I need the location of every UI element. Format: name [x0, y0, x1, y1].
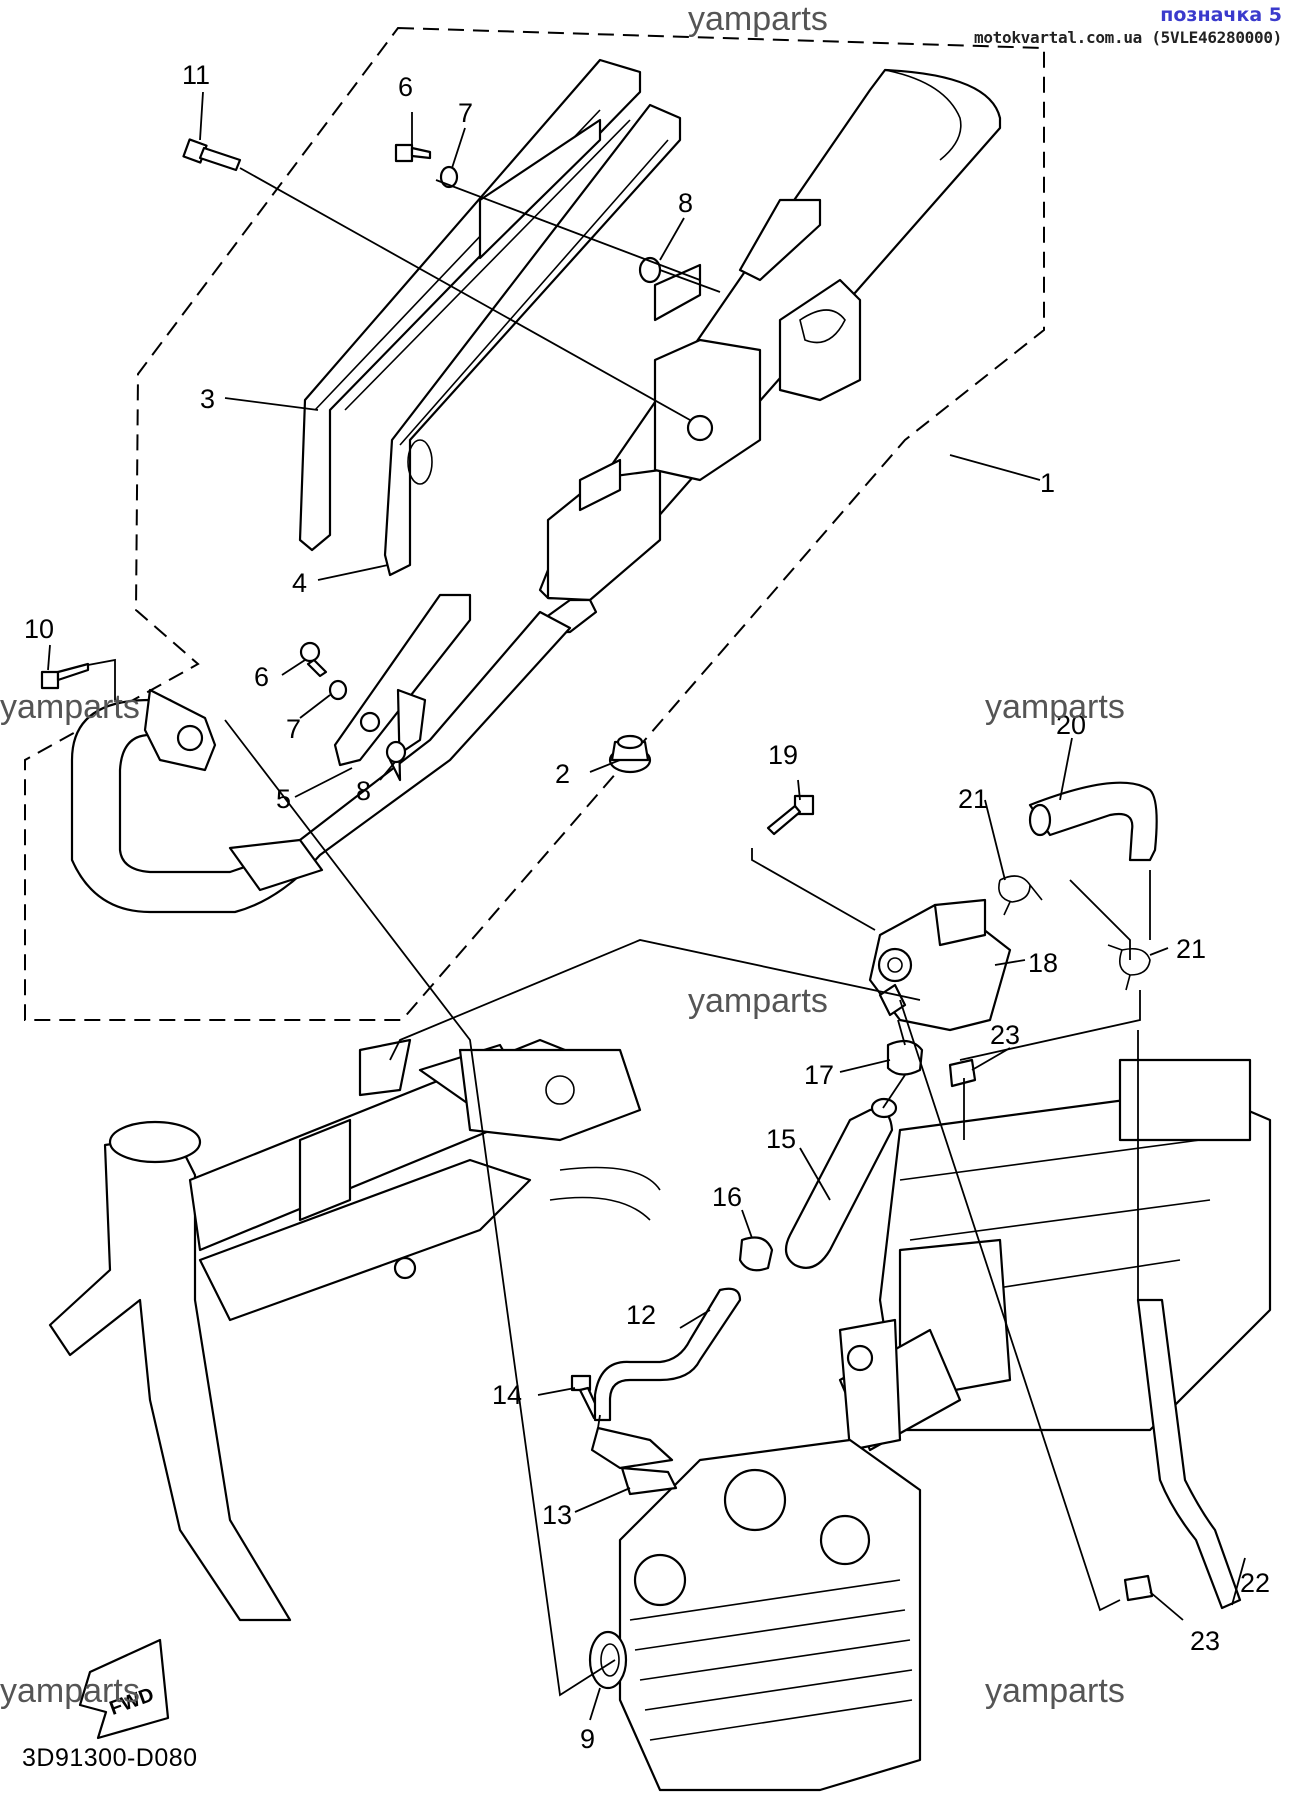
- air-induction-valve: [868, 898, 1012, 1032]
- watermarks: yamparts yamparts yamparts yamparts yamp…: [0, 0, 1125, 1710]
- callout-numbers: 1 2 3 4 5 6 6 7 7 8 8 9 10 11 12 13 14 1…: [24, 60, 1270, 1754]
- callout-10: 10: [24, 614, 54, 644]
- callout-15: 15: [766, 1124, 796, 1154]
- callout-9: 9: [580, 1724, 595, 1754]
- callout-23-lower: 23: [1190, 1626, 1220, 1656]
- gasket-9: [588, 1630, 628, 1690]
- collar-8-lower: [385, 740, 407, 764]
- washer-7-upper: [439, 165, 459, 189]
- watermark-top: yamparts: [688, 0, 828, 38]
- gasket-13: [620, 1466, 678, 1496]
- bolt-19: [766, 794, 815, 836]
- callout-17: 17: [804, 1060, 834, 1090]
- callout-16: 16: [712, 1182, 742, 1212]
- air-induction-pipe-12: [593, 1287, 742, 1422]
- watermark-left: yamparts: [0, 688, 140, 726]
- hose-22: [1136, 1298, 1242, 1610]
- callout-3: 3: [200, 384, 215, 414]
- clamp-16: [738, 1236, 774, 1272]
- callout-leaders: [47, 91, 1246, 1721]
- callout-12: 12: [626, 1300, 656, 1330]
- callout-4: 4: [292, 568, 307, 598]
- callout-8-upper: 8: [678, 188, 693, 218]
- callout-7-upper: 7: [458, 98, 473, 128]
- exhaust-assembly-outline: [24, 26, 1045, 1021]
- bolt-6-upper: [394, 143, 432, 163]
- watermark-right-upper: yamparts: [985, 688, 1125, 726]
- heat-guard-lower: [383, 103, 682, 577]
- callout-21-upper: 21: [958, 784, 988, 814]
- callout-11: 11: [182, 60, 210, 90]
- damper-grommet: [608, 734, 652, 774]
- callout-19: 19: [768, 740, 798, 770]
- callout-20: 20: [1056, 710, 1086, 740]
- watermark-bottom-left: yamparts: [0, 1672, 140, 1710]
- hose-15: [784, 1108, 894, 1269]
- watermark-center: yamparts: [688, 982, 828, 1020]
- clip-21-lower: [1107, 944, 1151, 991]
- bolt-11: [182, 138, 242, 172]
- callout-7-lower: 7: [286, 714, 301, 744]
- engine-cylinder: [618, 1438, 922, 1792]
- muffler: [538, 68, 1002, 634]
- callout-8-lower: 8: [356, 776, 371, 806]
- clip-23-lower: [1123, 1574, 1154, 1602]
- callout-6-upper: 6: [398, 72, 413, 102]
- callout-22: 22: [1240, 1568, 1270, 1598]
- exhaust-pipe: [70, 610, 572, 914]
- bolt-10: [40, 662, 90, 690]
- clip-21-upper: [998, 875, 1043, 916]
- hose-20: [1028, 781, 1158, 862]
- callout-23-upper: 23: [990, 1020, 1020, 1050]
- callout-6-lower: 6: [254, 662, 269, 692]
- callout-13: 13: [542, 1500, 572, 1530]
- reference-label: позначка 5: [1160, 4, 1282, 26]
- clamp-17: [886, 1039, 924, 1076]
- washer-7-lower: [328, 679, 348, 701]
- assembly-lines: [87, 167, 1151, 1697]
- bolt-6-lower: [299, 641, 328, 678]
- callout-21-lower: 21: [1176, 934, 1206, 964]
- watermark-bottom-right: yamparts: [985, 1672, 1125, 1710]
- site-label: motokvartal.com.ua (5VLE46280000): [974, 27, 1282, 47]
- forward-arrow: FWD: [78, 1638, 170, 1740]
- callout-14: 14: [492, 1380, 522, 1410]
- pipe-flange: [590, 1426, 674, 1470]
- callout-2: 2: [555, 759, 570, 789]
- callout-18: 18: [1028, 948, 1058, 978]
- motorcycle-frame: [48, 1038, 661, 1622]
- clip-23-upper: [948, 1058, 977, 1088]
- carburetor: [838, 1238, 1012, 1452]
- callout-1: 1: [1040, 468, 1055, 498]
- header: позначка 5 motokvartal.com.ua (5VLE46280…: [974, 4, 1282, 48]
- diagram-code: 3D91300-D080: [22, 1744, 198, 1772]
- heat-guard-upper: [298, 58, 642, 552]
- callout-5: 5: [276, 784, 291, 814]
